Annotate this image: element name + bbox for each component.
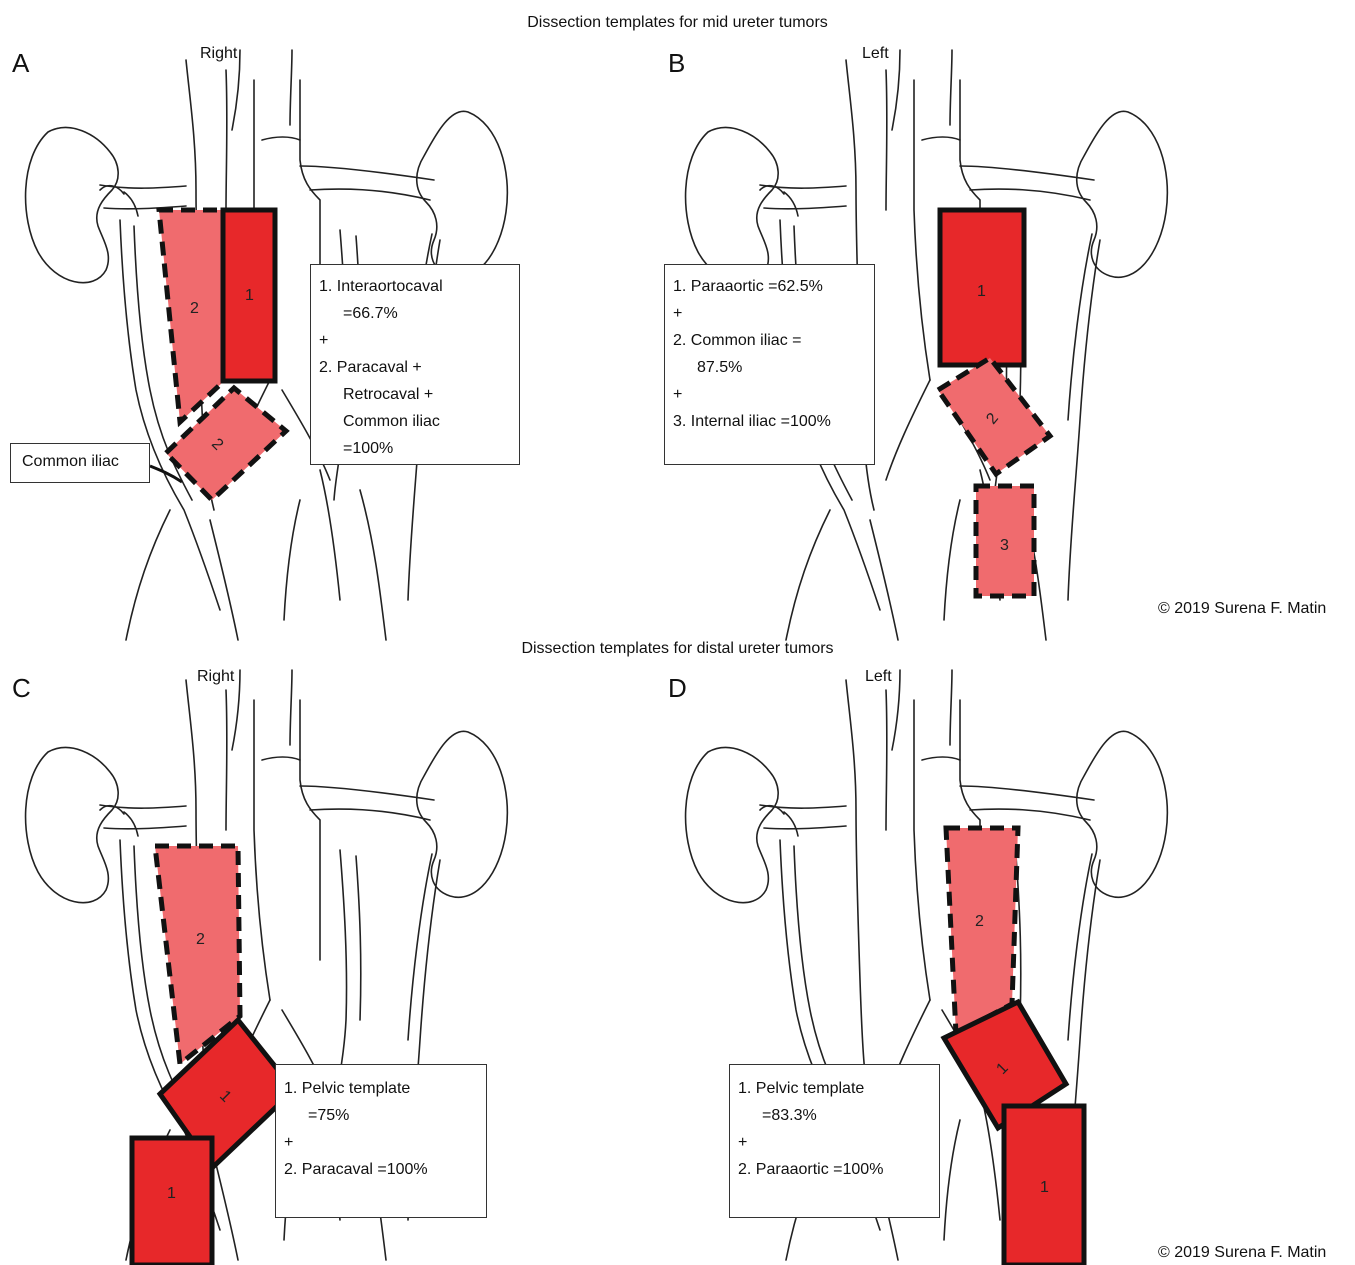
zone-c-1-lower-number: 1 [167, 1185, 176, 1202]
legend-c-line-2: =75% [284, 1102, 478, 1129]
legend-panel-c: 1. Pelvic template =75% + 2. Paracaval =… [275, 1064, 487, 1218]
legend-b-line-2: + [673, 300, 866, 327]
zone-a-2-upper-number: 2 [190, 300, 199, 317]
legend-d-line-1: 1. Pelvic template [738, 1075, 931, 1102]
legend-c-line-1: 1. Pelvic template [284, 1075, 478, 1102]
callout-pointer-a [150, 466, 182, 482]
legend-c-line-4: 2. Paracaval =100% [284, 1156, 478, 1183]
legend-panel-d: 1. Pelvic template =83.3% + 2. Paraaorti… [729, 1064, 940, 1218]
legend-c-line-3: + [284, 1129, 478, 1156]
legend-b-line-3: 2. Common iliac = [673, 327, 866, 354]
legend-a-line-1: 1. Interaortocaval [319, 273, 511, 300]
legend-d-line-2: =83.3% [738, 1102, 931, 1129]
zone-b-1-number: 1 [977, 283, 986, 300]
legend-panel-b: 1. Paraaortic =62.5% + 2. Common iliac =… [664, 264, 875, 465]
legend-a-line-2: =66.7% [319, 300, 511, 327]
zone-c-2-number: 2 [196, 931, 205, 948]
legend-b-line-6: 3. Internal iliac =100% [673, 408, 866, 435]
copyright-top: © 2019 Surena F. Matin [1158, 600, 1326, 618]
legend-a-line-3: + [319, 327, 511, 354]
legend-b-line-4: 87.5% [673, 354, 866, 381]
callout-common-iliac: Common iliac [10, 443, 150, 483]
legend-a-line-4: 2. Paracaval + [319, 354, 511, 381]
legend-panel-a: 1. Interaortocaval =66.7% + 2. Paracaval… [310, 264, 520, 465]
legend-a-line-5: Retrocaval + [319, 381, 511, 408]
legend-b-line-5: + [673, 381, 866, 408]
legend-a-line-6: Common iliac [319, 408, 511, 435]
legend-a-line-7: =100% [319, 435, 511, 462]
legend-d-line-4: 2. Paraaortic =100% [738, 1156, 931, 1183]
copyright-bottom: © 2019 Surena F. Matin [1158, 1244, 1326, 1262]
legend-b-line-1: 1. Paraaortic =62.5% [673, 273, 866, 300]
zone-b-3-number: 3 [1000, 537, 1009, 554]
legend-d-line-3: + [738, 1129, 931, 1156]
zone-d-1-lower-number: 1 [1040, 1179, 1049, 1196]
zone-d-2-number: 2 [975, 913, 984, 930]
zone-d-2 [946, 828, 1018, 1034]
zone-a-1-number: 1 [245, 287, 254, 304]
